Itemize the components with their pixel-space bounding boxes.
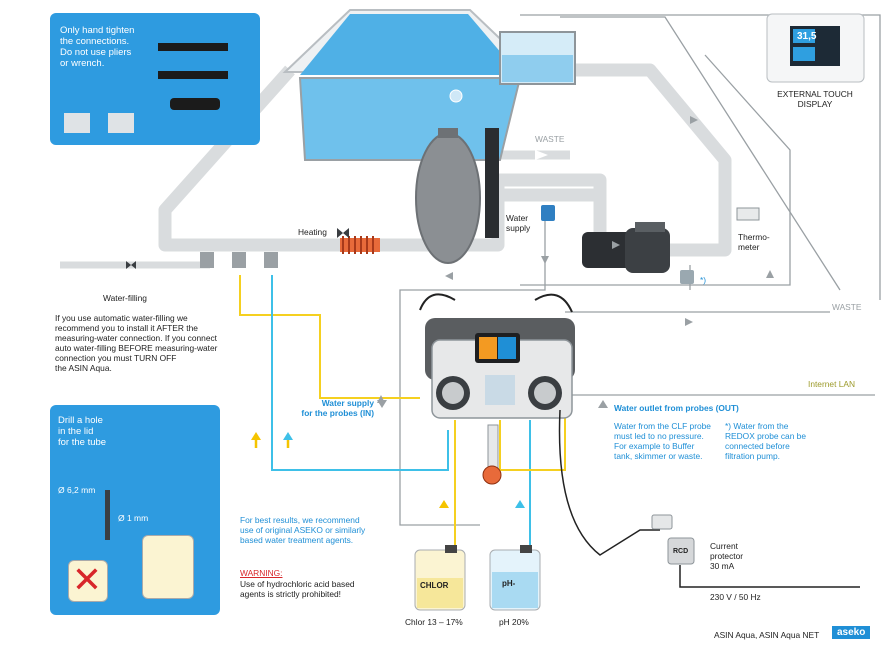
filter-valve <box>438 128 458 138</box>
display-value: 31,5 <box>797 31 817 42</box>
aseko-logo: aseko <box>832 626 871 639</box>
thermometer-label: Thermo-meter <box>738 232 770 252</box>
probe-taps <box>200 252 278 268</box>
heating-coil <box>340 236 380 254</box>
drill-dim-1: Ø 6,2 mm <box>58 485 96 495</box>
cyan-tube <box>271 275 449 471</box>
external-touch-display <box>766 13 865 83</box>
chlor-can-label: CHLOR <box>420 581 449 590</box>
ph-caption: pH 20% <box>499 617 529 627</box>
probe-arrow-icons <box>251 400 608 508</box>
asin-aqua-unit <box>419 293 575 419</box>
wall-socket-icon <box>651 514 673 530</box>
water-filling-label: Water-filling <box>103 293 147 303</box>
internet-lan-label: Internet LAN <box>808 379 856 389</box>
power-cord <box>558 409 660 556</box>
redox-tap <box>680 270 694 284</box>
waste-label-top: WASTE <box>535 134 565 144</box>
flow-cell <box>487 424 499 471</box>
uv-unit <box>485 128 499 238</box>
crossed-canister-icon <box>68 560 108 602</box>
redox-asterisk: *) <box>700 275 707 285</box>
tee-fitting-icon-1 <box>64 113 90 133</box>
chlor-canister <box>414 545 466 611</box>
chlor-caption: Chlor 13 – 17% <box>405 617 463 627</box>
rcd-box <box>667 537 695 565</box>
tee-fitting-icon-2 <box>108 113 134 133</box>
pool-inlet-icon <box>449 89 463 103</box>
pool-water <box>300 14 520 75</box>
probes-out-label: Water outlet from probes (OUT) <box>614 403 739 413</box>
ph-can-label: pH- <box>502 579 516 588</box>
filtration-pump <box>582 222 670 273</box>
waste-label-right: WASTE <box>832 302 862 312</box>
sand-filter <box>415 132 481 264</box>
fitting-icon-3 <box>170 98 220 110</box>
mains-cable <box>679 565 860 588</box>
waste-arrow-icon <box>535 150 548 160</box>
valves <box>126 228 349 269</box>
water-supply-valve <box>541 205 555 221</box>
flow-sensor-icon <box>482 465 502 485</box>
rcd-label: RCD <box>673 548 689 555</box>
fitting-icon-2 <box>158 71 228 79</box>
heating-label: Heating <box>298 227 327 237</box>
return-tube <box>499 400 566 471</box>
fitting-icon-1 <box>158 43 228 51</box>
footer-models: ASIN Aqua, ASIN Aqua NET <box>714 630 820 640</box>
thermometer-sensor <box>736 207 760 221</box>
pool-basin <box>298 77 522 161</box>
canister-icon <box>142 535 194 599</box>
voltage-label: 230 V / 50 Hz <box>710 592 761 602</box>
cross-icon: ✕ <box>71 559 103 600</box>
thin-lines <box>399 14 881 526</box>
pipe-loop <box>158 63 732 257</box>
yellow-tube <box>239 275 420 399</box>
buffer-tank-water <box>502 55 573 82</box>
ph-canister <box>489 545 541 611</box>
warning-title: WARNING: <box>240 568 283 578</box>
drill-bit-icon <box>105 490 110 540</box>
drill-dim-2: Ø 1 mm <box>118 513 149 523</box>
